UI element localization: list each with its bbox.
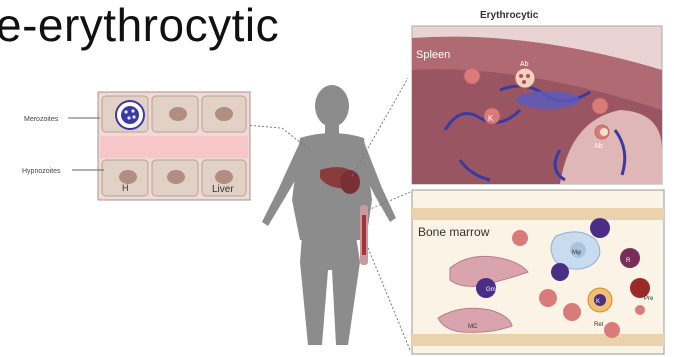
spleen-organ xyxy=(340,170,360,194)
head xyxy=(315,85,349,127)
marrow-top-band xyxy=(412,208,664,220)
hypnozoites-label: Hypnozoites xyxy=(22,168,61,175)
marrow-label-4: Ret xyxy=(594,322,604,328)
marrow-label-3: Pre xyxy=(644,296,654,302)
marrow-label-5: K xyxy=(596,299,600,305)
spleen-k-label: K xyxy=(488,114,494,123)
erythrocytic-header: Erythrocytic xyxy=(480,10,539,21)
marrow-panel: Bone marrow Mφ R Gm Pre Ret K MC xyxy=(412,190,664,354)
marrow-label-0: Mφ xyxy=(572,250,581,256)
marrow-label-2: Gm xyxy=(486,287,496,293)
spleen-ab-label: Ab xyxy=(520,61,529,68)
spleen-cells-label: Ab xyxy=(594,143,603,150)
liver-label: Liver xyxy=(212,184,234,195)
bone-marrow xyxy=(362,215,366,255)
human-silhouette xyxy=(262,85,396,345)
marrow-bottom-band xyxy=(412,334,664,346)
cell-label-h: H xyxy=(122,183,129,193)
liver-panel: Merozoites Hypnozoites H Liver xyxy=(22,92,250,200)
marrow-label-1: R xyxy=(626,258,631,264)
marrow-label-6: MC xyxy=(468,324,478,330)
merozoites-label: Merozoites xyxy=(24,116,59,123)
sinusoid xyxy=(100,136,248,158)
infected-rbc xyxy=(515,68,535,88)
spleen-panel: Erythrocytic Spleen Ab K Ab xyxy=(412,10,662,184)
spleen-label: Spleen xyxy=(416,49,450,61)
bone-marrow-label: Bone marrow xyxy=(418,225,490,239)
legs xyxy=(300,236,360,345)
